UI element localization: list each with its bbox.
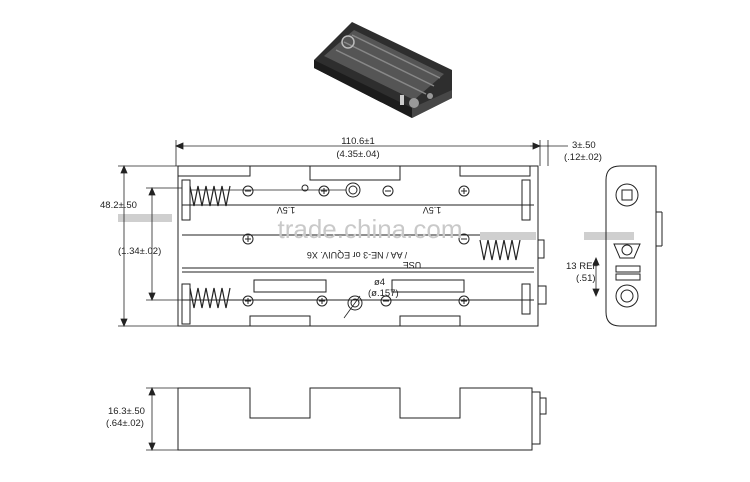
length-in: (4.35±.04) [336, 149, 379, 160]
cell-voltage-label-1: 1.5V [277, 205, 296, 215]
dimension-lines [118, 140, 600, 452]
watermark: trade.china.com [278, 214, 463, 244]
springs [189, 185, 521, 309]
end-view [605, 165, 663, 327]
use-label-line1: USE [403, 260, 422, 270]
hole-diameter-mm: ø4 [374, 277, 385, 288]
depth-in: (.64±.02) [106, 418, 144, 429]
hole-diameter-in: (ø.157) [368, 288, 399, 299]
top-view [177, 165, 547, 327]
product-photo [314, 22, 452, 118]
watermark-bar-left [118, 214, 172, 222]
length-mm: 110.6±1 [341, 136, 375, 147]
inner-height-in: (1.34±.02) [118, 246, 161, 257]
height-mm: 48.2±.50 [100, 200, 137, 211]
side-view [177, 387, 547, 451]
ref-mm: 13 REF [566, 261, 598, 272]
dimension-labels: 110.6±1 (4.35±.04) 3±.50 (.12±.02) 48.2±… [100, 136, 602, 429]
watermark-bar-mid [480, 232, 536, 240]
use-label-line2: / AA / NE-3 or EQUIV. X6 [307, 250, 407, 260]
offset-mm: 3±.50 [572, 140, 596, 151]
ref-in: (.51) [576, 273, 596, 284]
cell-voltage-label-2: 1.5V [423, 205, 442, 215]
depth-mm: 16.3±.50 [108, 406, 145, 417]
polarity-marks [242, 182, 470, 311]
watermark-bar-right [584, 232, 634, 240]
offset-in: (.12±.02) [564, 152, 602, 163]
cell-voltage-labels: 1.5V 1.5V [277, 205, 442, 215]
